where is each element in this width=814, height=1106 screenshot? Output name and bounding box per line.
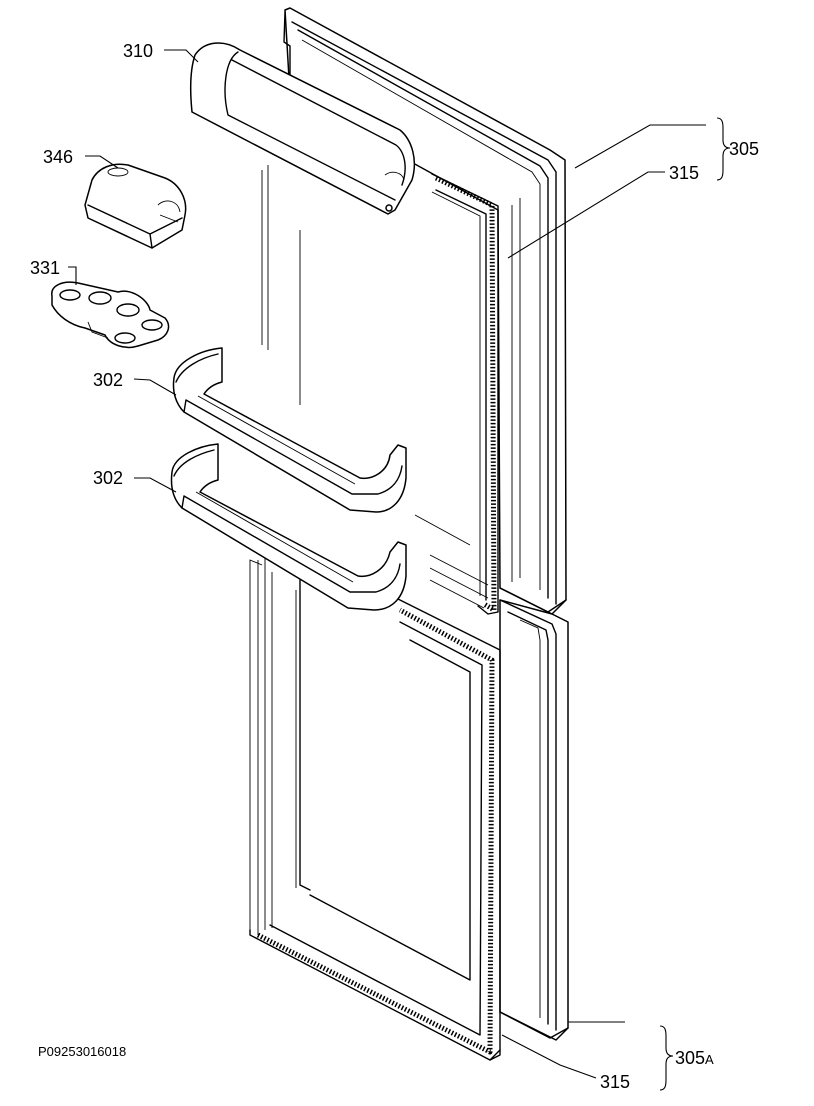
callout-302-lower: 302: [93, 468, 123, 488]
callout-305a-number: 305: [675, 1048, 705, 1068]
drawing-code: P09253016018: [38, 1044, 126, 1059]
callout-310: 310: [123, 41, 153, 61]
callout-331: 331: [30, 258, 60, 278]
brace-305: [716, 117, 731, 181]
callout-305a-suffix: A: [705, 1052, 714, 1067]
callout-346: 346: [43, 147, 73, 167]
upper-door-gasket: [414, 173, 499, 615]
callout-305a: 305A: [675, 1048, 714, 1068]
brace-305a: [659, 1025, 674, 1091]
lower-door-gasket: [249, 559, 501, 1061]
callout-315-upper: 315: [669, 163, 699, 183]
butter-cover-346: [84, 163, 187, 249]
door-shelf-302-lower: [170, 443, 407, 611]
lower-door: [257, 555, 569, 1041]
door-shelf-302-upper: [172, 347, 407, 513]
egg-tray-331: [51, 281, 170, 349]
freezer-flap-310: [190, 42, 416, 215]
callout-305: 305: [729, 139, 759, 159]
callout-leaders: [68, 49, 706, 1079]
callout-315-lower: 315: [600, 1072, 630, 1092]
callout-302-upper: 302: [93, 370, 123, 390]
